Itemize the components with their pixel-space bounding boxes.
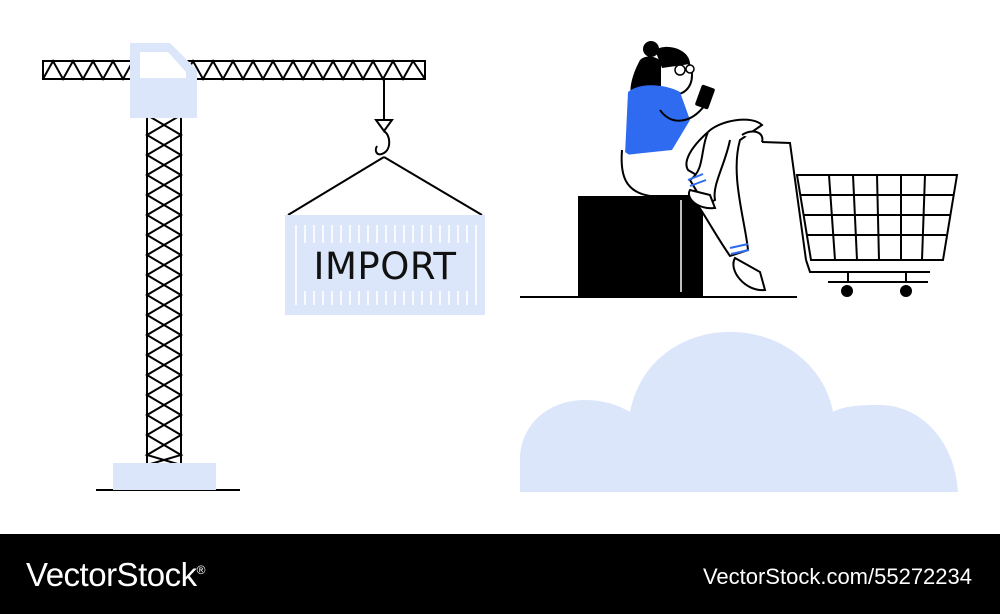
cart-wheels <box>841 285 912 297</box>
black-box <box>578 196 703 297</box>
registered-mark: ® <box>196 563 206 577</box>
container-label: IMPORT <box>313 244 457 288</box>
crane-cab <box>113 43 216 490</box>
shipping-container-icon <box>285 215 485 315</box>
brand-name: VectorStock <box>26 556 197 593</box>
cloud-shape <box>520 331 958 492</box>
shopping-cart-icon <box>761 141 959 283</box>
footer-bar: VectorStock® VectorStock.com/55272234 <box>0 534 1000 614</box>
illustration-scene: IMPORT <box>42 41 959 492</box>
image-id-text: VectorStock.com/55272234 <box>702 564 972 589</box>
vectorstock-logo: VectorStock® <box>26 556 205 594</box>
woman-with-phone-icon <box>620 41 767 292</box>
